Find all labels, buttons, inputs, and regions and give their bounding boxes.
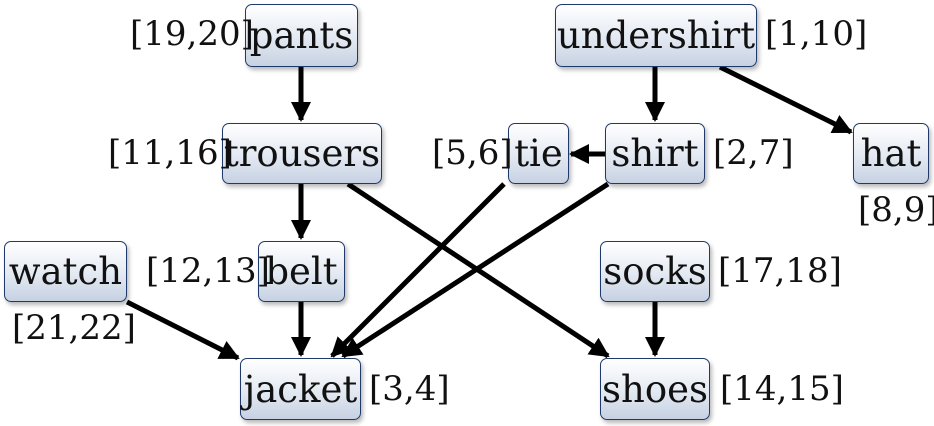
node-socks: socks <box>600 241 710 302</box>
node-belt: belt <box>258 241 345 302</box>
interval-pants: [19,20] <box>130 14 254 54</box>
node-shirt: shirt <box>605 123 705 184</box>
interval-tie: [5,6] <box>432 133 513 173</box>
interval-hat: [8,9] <box>858 190 934 230</box>
node-tie: tie <box>508 123 569 184</box>
interval-jacket: [3,4] <box>369 369 450 409</box>
edge-undershirt-to-hat <box>718 64 853 135</box>
node-undershirt: undershirt <box>555 4 757 67</box>
interval-watch: [21,22] <box>12 308 136 348</box>
node-hat: hat <box>853 123 929 184</box>
interval-socks: [17,18] <box>718 251 842 291</box>
interval-undershirt: [1,10] <box>765 14 868 54</box>
edge-tie-to-jacket <box>330 182 506 358</box>
interval-shoes: [14,15] <box>720 369 844 409</box>
node-pants: pants <box>245 4 358 67</box>
interval-trousers: [11,16] <box>108 133 232 173</box>
interval-belt: [12,13] <box>146 251 270 291</box>
edge-watch-to-jacket <box>125 299 240 361</box>
node-shoes: shoes <box>600 358 710 420</box>
node-watch: watch <box>4 241 127 302</box>
edge-shirt-to-jacket <box>341 181 610 359</box>
node-trousers: trousers <box>222 123 382 184</box>
node-jacket: jacket <box>240 358 361 420</box>
interval-shirt: [2,7] <box>713 133 794 173</box>
